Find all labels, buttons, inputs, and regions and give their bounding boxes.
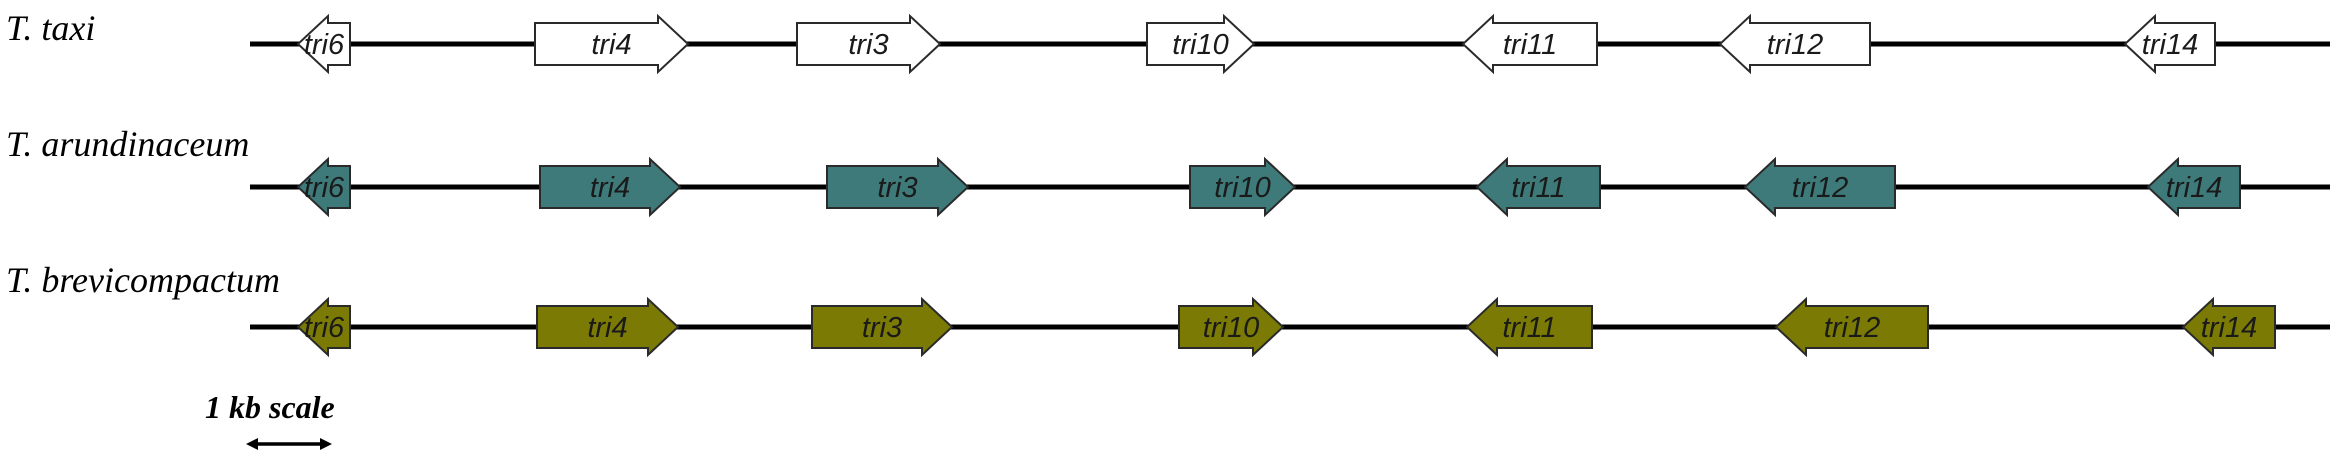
gene-arrow-tri6 bbox=[296, 13, 351, 75]
gene-arrow-tri4 bbox=[534, 13, 690, 75]
gene-label-tri12: tri12 bbox=[1824, 312, 1880, 344]
track-t-taxi: T. taxi tri6 tri4 tri3 tri10 tri11 tri12 tri14 bbox=[6, 8, 2330, 75]
gene-arrow-tri11 bbox=[1465, 296, 1593, 358]
gene-arrow-tri3 bbox=[796, 13, 942, 75]
gene-label-tri3: tri3 bbox=[848, 29, 888, 61]
gene-arrow-tri6 bbox=[296, 296, 351, 358]
gene-label-tri4: tri4 bbox=[587, 312, 627, 344]
gene-label-tri11: tri11 bbox=[1502, 312, 1556, 344]
gene-label-tri6: tri6 bbox=[304, 29, 345, 61]
gene-arrow-tri3 bbox=[826, 156, 970, 218]
gene-arrow-tri6 bbox=[296, 156, 351, 218]
gene-label-tri4: tri4 bbox=[590, 172, 630, 204]
gene-row: tri6 tri4 tri3 tri10 tri11 tri12 tri14 bbox=[296, 156, 2241, 218]
gene-label-tri3: tri3 bbox=[877, 172, 917, 204]
gene-arrow-tri10 bbox=[1146, 13, 1256, 75]
scale-arrowhead-right bbox=[320, 438, 332, 450]
gene-row: tri6 tri4 tri3 tri10 tri11 tri12 tri14 bbox=[296, 13, 2216, 75]
gene-arrow-tri4 bbox=[539, 156, 682, 218]
gene-row: tri6 tri4 tri3 tri10 tri11 tri12 tri14 bbox=[296, 296, 2276, 358]
gene-arrow-tri11 bbox=[1461, 13, 1598, 75]
species-label: T. brevicompactum bbox=[6, 260, 280, 300]
track-t-brevicompactum: T. brevicompactum tri6 tri4 tri3 tri10 tri11… bbox=[6, 260, 2330, 358]
gene-arrow-tri14 bbox=[2146, 156, 2241, 218]
gene-label-tri14: tri14 bbox=[2142, 29, 2198, 61]
gene-arrow-tri12 bbox=[1743, 156, 1896, 218]
gene-label-tri12: tri12 bbox=[1792, 172, 1848, 204]
gene-label-tri3: tri3 bbox=[862, 312, 902, 344]
gene-label-tri14: tri14 bbox=[2201, 312, 2257, 344]
scale-arrowhead-left bbox=[246, 438, 258, 450]
gene-label-tri6: tri6 bbox=[304, 172, 345, 204]
gene-label-tri10: tri10 bbox=[1203, 312, 1259, 344]
gene-label-tri10: tri10 bbox=[1172, 29, 1228, 61]
gene-arrow-tri10 bbox=[1178, 296, 1285, 358]
scale-label: 1 kb scale bbox=[205, 389, 335, 425]
gene-label-tri11: tri11 bbox=[1503, 29, 1557, 61]
scale-legend: 1 kb scale bbox=[205, 389, 335, 450]
gene-label-tri12: tri12 bbox=[1767, 29, 1823, 61]
gene-arrow-tri12 bbox=[1774, 296, 1929, 358]
gene-label-tri11: tri11 bbox=[1511, 172, 1565, 204]
gene-arrow-tri12 bbox=[1718, 13, 1871, 75]
gene-arrow-tri4 bbox=[536, 296, 680, 358]
gene-arrow-tri10 bbox=[1189, 156, 1297, 218]
species-label: T. arundinaceum bbox=[6, 124, 249, 164]
gene-label-tri4: tri4 bbox=[591, 29, 631, 61]
gene-label-tri14: tri14 bbox=[2166, 172, 2222, 204]
gene-arrow-tri14 bbox=[2181, 296, 2276, 358]
gene-arrow-tri3 bbox=[811, 296, 954, 358]
species-label: T. taxi bbox=[6, 8, 95, 48]
gene-label-tri6: tri6 bbox=[304, 312, 345, 344]
gene-label-tri10: tri10 bbox=[1214, 172, 1270, 204]
gene-arrow-tri14 bbox=[2123, 13, 2216, 75]
gene-arrow-tri11 bbox=[1475, 156, 1601, 218]
